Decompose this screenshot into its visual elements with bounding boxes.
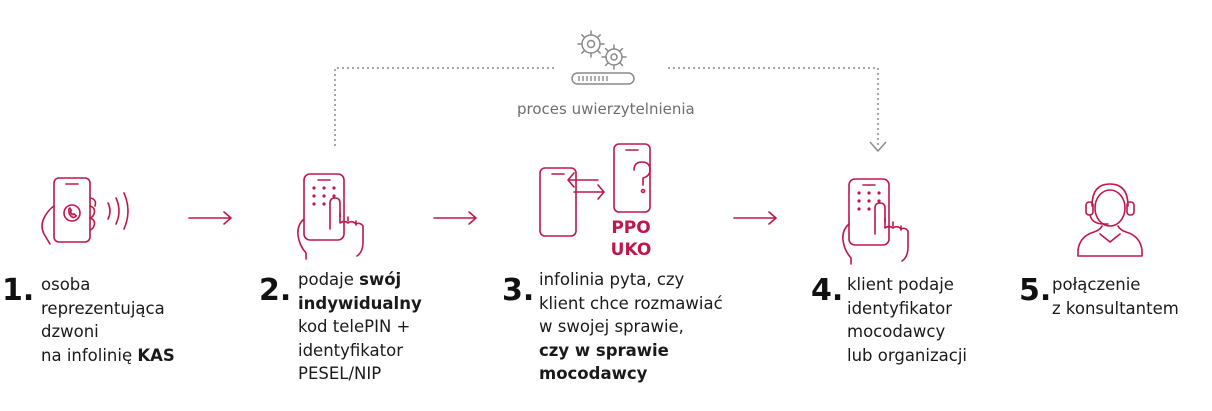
bold-text: indywidualny [298, 293, 422, 313]
step-1-line: na infolinię KAS [41, 344, 175, 368]
step-2-number: 2. [259, 273, 292, 308]
ppo-label: PPO [611, 218, 651, 238]
step-5-number: 5. [1019, 273, 1052, 308]
step-4-line: mocodawcy [847, 320, 967, 344]
step-1-line: reprezentująca [41, 297, 175, 321]
step-3-text: infolinia pyta, czy klient chce rozmawiać… [539, 268, 723, 386]
bold-text: mocodawcy [539, 364, 648, 383]
ppo-uko-label: PPO UKO [604, 217, 658, 261]
text: lub organizacji [847, 345, 967, 365]
step-3-line: czy w sprawie [539, 339, 723, 363]
step-2-line: PESEL/NIP [298, 362, 422, 386]
step-5-text: połączenie z konsultantem [1052, 273, 1179, 320]
step-4-text: klient podaje identyfikator mocodawcy lub o… [847, 273, 967, 367]
step-3-line: klient chce rozmawiać [539, 292, 723, 316]
bold-text: czy w sprawie [539, 340, 669, 360]
step-5-line: połączenie [1052, 273, 1179, 297]
text: reprezentująca [41, 298, 165, 318]
keypad-phone-icon [842, 178, 909, 265]
text: klient chce rozmawiać [539, 293, 723, 313]
flow-arrow-1 [188, 211, 232, 225]
process-label: proces uwierzytelnienia [517, 100, 695, 118]
step-3-line: w swojej sprawie, [539, 315, 723, 339]
step-1-text: osoba reprezentująca dzwoni na infolinię KA… [41, 273, 175, 367]
step-2-line: indywidualny [298, 292, 422, 316]
step-4-line: identyfikator [847, 297, 967, 321]
step-2-line: podaje swój [298, 268, 422, 292]
step-2-line: kod telePIN + [298, 315, 422, 339]
text: identyfikator [847, 298, 953, 318]
step-1-number: 1. [2, 273, 35, 308]
uko-label: UKO [610, 240, 652, 260]
text: kod telePIN + [298, 317, 411, 336]
text: PESEL/NIP [298, 364, 382, 383]
process-arrow-head [869, 141, 887, 153]
text: podaje [298, 270, 360, 289]
step-2-line: identyfikator [298, 339, 422, 363]
step-4-line: klient podaje [847, 273, 967, 297]
text: mocodawcy [847, 322, 946, 341]
step-3-line: infolinia pyta, czy [539, 268, 723, 292]
step-1-line: osoba [41, 273, 175, 297]
process-connector-line-right [668, 67, 879, 148]
text: klient podaje [847, 275, 954, 294]
headset-consultant-icon [1077, 183, 1143, 257]
keypad-phone-icon [297, 173, 364, 260]
text: dzwoni [41, 322, 99, 341]
step-3-line: mocodawcy [539, 362, 723, 386]
text: w swojej sprawie, [539, 317, 684, 336]
flow-arrow-2 [433, 211, 477, 225]
step-1-line: dzwoni [41, 320, 175, 344]
bold-text: KAS [137, 345, 175, 365]
step-4-line: lub organizacji [847, 344, 967, 368]
text: identyfikator [298, 340, 404, 360]
process-connector-line [334, 67, 555, 146]
text: z konsultantem [1052, 298, 1179, 318]
text: połączenie [1052, 275, 1141, 294]
step-5-line: z konsultantem [1052, 297, 1179, 321]
flow-arrow-3 [733, 211, 777, 225]
step-4-number: 4. [811, 273, 844, 308]
phone-call-icon [41, 177, 129, 245]
phone-swap-question-icon [539, 143, 651, 237]
bold-text: swój [359, 270, 402, 289]
text: na infolinię [41, 345, 138, 365]
text: infolinia pyta, czy [539, 270, 685, 289]
gears-progress-icon [571, 30, 635, 85]
step-3-number: 3. [502, 273, 535, 308]
text: osoba [41, 275, 91, 294]
